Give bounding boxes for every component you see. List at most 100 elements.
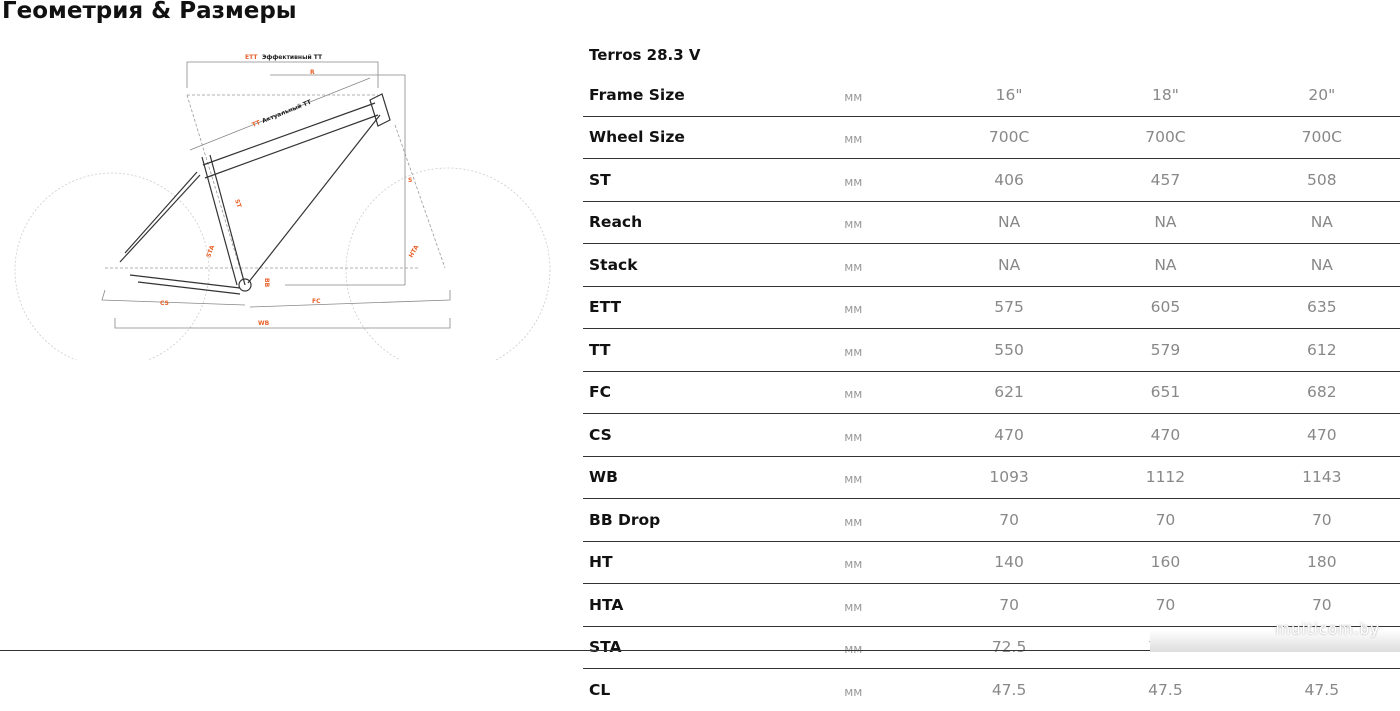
size-value: 1093 xyxy=(930,456,1088,499)
unit: мм xyxy=(844,413,931,457)
size-value: 621 xyxy=(930,371,1088,414)
size-value: NA xyxy=(1087,243,1244,287)
table-row: CL мм 47.5 47.5 47.5 xyxy=(583,669,1400,711)
size-value: 47.5 xyxy=(991,680,1027,699)
size-value: 700C xyxy=(930,116,1088,159)
size-value: 550 xyxy=(930,328,1088,372)
param-name: FC xyxy=(583,371,845,414)
size-value: 700C xyxy=(1087,116,1244,159)
unit: мм xyxy=(844,286,931,329)
unit: мм xyxy=(844,583,931,627)
watermark-background xyxy=(1150,630,1400,652)
unit: мм xyxy=(844,684,863,699)
size-value: 1143 xyxy=(1243,456,1400,499)
model-name: Terros 28.3 V xyxy=(589,46,701,64)
size-value: 508 xyxy=(1243,158,1400,202)
size-value: 612 xyxy=(1243,328,1400,372)
bike-geometry-diagram: ETT Эффективный TT R TT Актуальный TT S … xyxy=(14,54,551,360)
size-value: 470 xyxy=(1087,413,1244,457)
param-name: WB xyxy=(583,456,845,499)
s-label: S xyxy=(408,177,412,184)
size-value: 470 xyxy=(930,413,1088,457)
size-value: NA xyxy=(930,243,1088,287)
param-name: HTA xyxy=(583,583,845,627)
size-value: 72.5 xyxy=(930,626,1088,669)
size-value: 579 xyxy=(1087,328,1244,372)
bb-label: BB xyxy=(263,278,270,288)
unit: мм xyxy=(844,116,931,159)
param-name: STA xyxy=(583,626,845,669)
size-value: 70 xyxy=(930,583,1088,627)
size-value: 605 xyxy=(1087,286,1244,329)
unit: мм xyxy=(844,541,931,584)
cs-label: CS xyxy=(160,300,169,307)
size-value: 18" xyxy=(1087,74,1244,117)
size-value: 20" xyxy=(1243,74,1400,117)
rear-wheel xyxy=(14,172,210,360)
size-value: 180 xyxy=(1243,541,1400,584)
size-value: 682 xyxy=(1243,371,1400,414)
size-value: 47.5 xyxy=(1148,680,1183,699)
unit: мм xyxy=(844,626,931,669)
param-name: ETT xyxy=(583,286,845,329)
param-name: Reach xyxy=(583,201,845,244)
param-name: TT xyxy=(583,328,845,372)
fc-label: FC xyxy=(312,298,321,305)
size-value: 47.5 xyxy=(1304,680,1340,699)
param-name: CL xyxy=(589,680,611,699)
tt-text: Актуальный TT xyxy=(261,98,313,125)
param-name: HT xyxy=(583,541,845,584)
unit: мм xyxy=(844,243,931,287)
watermark: multicom.by xyxy=(1275,620,1380,638)
param-name: CS xyxy=(583,413,845,457)
size-value: 160 xyxy=(1087,541,1244,584)
param-name: Frame Size xyxy=(583,74,845,117)
size-value: NA xyxy=(1243,201,1400,244)
param-name: Stack xyxy=(583,243,845,287)
size-value: NA xyxy=(1243,243,1400,287)
size-value: NA xyxy=(1087,201,1244,244)
divider xyxy=(0,650,1400,651)
size-value: 70 xyxy=(930,498,1088,542)
size-value: 470 xyxy=(1243,413,1400,457)
size-value: 70 xyxy=(1087,583,1244,627)
size-value: 457 xyxy=(1087,158,1244,202)
size-value: 700C xyxy=(1243,116,1400,159)
param-name: Wheel Size xyxy=(583,116,845,159)
size-value: 575 xyxy=(930,286,1088,329)
unit: мм xyxy=(844,158,931,202)
size-value: NA xyxy=(930,201,1088,244)
ett-text: Эффективный TT xyxy=(262,54,323,61)
param-name: ST xyxy=(583,158,845,202)
wb-label: WB xyxy=(258,320,270,327)
sta-label: STA xyxy=(205,244,216,259)
hta-label: HTA xyxy=(408,244,421,259)
size-value: 16" xyxy=(930,74,1088,117)
param-name: BB Drop xyxy=(583,498,845,542)
front-wheel xyxy=(345,167,551,360)
unit: мм xyxy=(844,74,931,117)
tt-label: TT xyxy=(251,119,262,129)
size-value: 1112 xyxy=(1087,456,1244,499)
size-value: 651 xyxy=(1087,371,1244,414)
size-value: 635 xyxy=(1243,286,1400,329)
size-value: 70 xyxy=(1243,583,1400,627)
unit: мм xyxy=(844,456,931,499)
size-value: 70 xyxy=(1087,498,1244,542)
r-label: R xyxy=(310,69,315,76)
size-value: 140 xyxy=(930,541,1088,584)
size-value: 70 xyxy=(1243,498,1400,542)
st-label: ST xyxy=(233,198,243,209)
